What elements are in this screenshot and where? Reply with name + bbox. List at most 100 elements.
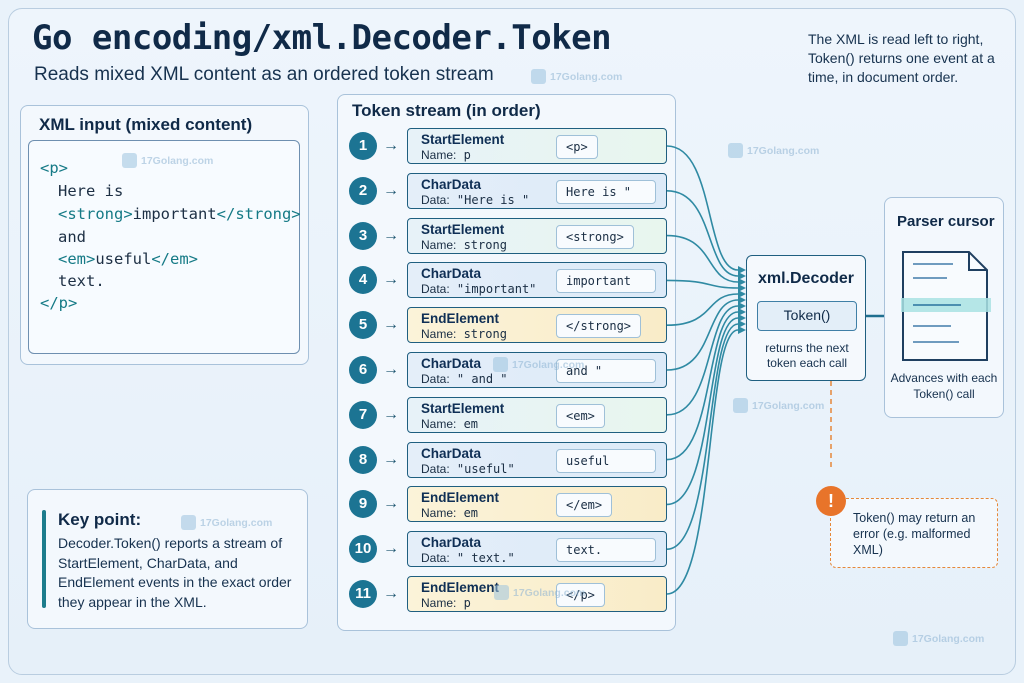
token-detail-value: em xyxy=(463,416,479,431)
xml-line: </p> xyxy=(40,294,77,312)
xml-text: and xyxy=(58,228,86,246)
token-preview-chip: </p> xyxy=(556,583,605,607)
document-icon xyxy=(901,251,991,361)
xml-tag: <em> xyxy=(58,250,96,268)
xml-text: important xyxy=(132,205,217,223)
token-detail: Data: " and " xyxy=(421,372,508,386)
token-preview-chip: <p> xyxy=(556,135,598,159)
xml-code-box xyxy=(28,140,300,354)
step-number-badge: 11 xyxy=(349,580,377,608)
xml-line: text. xyxy=(58,272,105,290)
token-detail-value: p xyxy=(463,596,471,610)
token-detail: Name: em xyxy=(421,506,478,520)
step-number-badge: 5 xyxy=(349,311,377,340)
token-detail-label: Data: xyxy=(421,192,450,207)
token-detail: Data: " text." xyxy=(421,551,515,565)
arrow-right-icon: → xyxy=(383,181,399,199)
watermark: 17Golang.com xyxy=(893,630,984,647)
token-detail-label: Name: xyxy=(421,416,457,431)
token-detail-label: Name: xyxy=(421,327,457,342)
watermark-logo-icon xyxy=(493,357,508,373)
token-detail: Name: em xyxy=(421,417,478,431)
warning-icon: ! xyxy=(816,486,846,516)
token-kind: StartElement xyxy=(421,221,505,237)
token-stream-title: Token stream (in order) xyxy=(352,101,541,120)
xml-line: and xyxy=(58,228,86,246)
token-kind: EndElement xyxy=(421,490,500,506)
token-kind: CharData xyxy=(421,445,482,461)
token-detail: Name: strong xyxy=(421,327,507,341)
token-kind: CharData xyxy=(421,356,482,371)
watermark: 17Golang.com xyxy=(122,152,213,169)
xml-text: text. xyxy=(58,272,105,290)
watermark-logo-icon xyxy=(531,69,546,85)
token-detail-value: p xyxy=(463,148,471,162)
token-detail-label: Name: xyxy=(421,237,457,252)
token-preview-chip: <em> xyxy=(556,403,605,428)
arrow-right-icon: → xyxy=(383,137,399,154)
token-preview-chip: text. xyxy=(556,538,656,563)
watermark-logo-icon xyxy=(122,153,137,169)
token-detail-label: Data: xyxy=(421,461,450,476)
token-kind: StartElement xyxy=(421,400,505,416)
parser-cursor-title: Parser cursor xyxy=(897,213,995,230)
error-note-box: Token() may return an error (e.g. malfor… xyxy=(830,498,998,568)
token-method-button[interactable]: Token() xyxy=(757,301,857,331)
token-detail-label: Data: xyxy=(421,372,450,386)
token-detail: Name: p xyxy=(421,596,471,610)
token-preview-chip: <strong> xyxy=(556,224,634,249)
token-detail: Name: strong xyxy=(421,238,507,252)
arrow-right-icon: → xyxy=(383,540,399,558)
token-kind: CharData xyxy=(421,266,482,282)
reading-order-note: The XML is read left to right, Token() r… xyxy=(808,31,995,85)
token-detail-value: strong xyxy=(463,237,507,252)
token-kind: CharData xyxy=(421,535,482,551)
token-detail-label: Name: xyxy=(421,596,457,610)
token-preview-chip: </em> xyxy=(556,493,613,518)
xml-tag: <strong> xyxy=(58,205,133,223)
arrow-right-icon: → xyxy=(383,450,399,468)
xml-input-title: XML input (mixed content) xyxy=(39,115,253,134)
key-point-body: Decoder.Token() reports a stream of Star… xyxy=(58,535,292,610)
token-detail: Data: "Here is " xyxy=(421,193,529,207)
watermark: 17Golang.com xyxy=(493,356,584,373)
watermark: 17Golang.com xyxy=(728,142,819,159)
token-detail-label: Data: xyxy=(421,282,450,297)
token-preview-chip: important xyxy=(556,269,656,294)
token-detail: Name: p xyxy=(421,148,471,162)
xml-tag: </p> xyxy=(40,294,78,312)
token-detail-value: "Here is " xyxy=(456,192,530,207)
step-number-badge: 9 xyxy=(349,490,377,519)
watermark: 17Golang.com xyxy=(181,514,272,531)
watermark: 17Golang.com xyxy=(531,68,622,85)
decoder-title: xml.Decoder xyxy=(757,270,855,287)
watermark-logo-icon xyxy=(893,631,908,647)
token-kind: EndElement xyxy=(421,311,500,327)
token-detail-value: "useful" xyxy=(456,461,515,476)
token-kind: EndElement xyxy=(421,580,500,595)
step-number-badge: 3 xyxy=(349,221,377,250)
token-detail: Data: "important" xyxy=(421,282,536,296)
token-kind: CharData xyxy=(421,176,482,192)
decoder-note: returns the next token each call xyxy=(765,341,849,370)
token-detail: Data: "useful" xyxy=(421,462,515,476)
step-number-badge: 2 xyxy=(349,176,377,205)
arrow-right-icon: → xyxy=(383,271,399,289)
token-detail-label: Name: xyxy=(421,148,457,162)
xml-text: Here is xyxy=(58,182,124,200)
decoder-box: xml.Decoder Token() returns the next tok… xyxy=(746,255,866,381)
watermark: 17Golang.com xyxy=(733,397,824,414)
page-subtitle: Reads mixed XML content as an ordered to… xyxy=(34,64,494,85)
arrow-right-icon: → xyxy=(383,226,399,244)
xml-line: <strong>important</strong> xyxy=(58,205,301,223)
xml-line: <p> xyxy=(40,159,68,177)
token-detail-value: " text." xyxy=(456,551,515,566)
token-detail-label: Data: xyxy=(421,551,450,566)
watermark-logo-icon xyxy=(494,585,509,601)
